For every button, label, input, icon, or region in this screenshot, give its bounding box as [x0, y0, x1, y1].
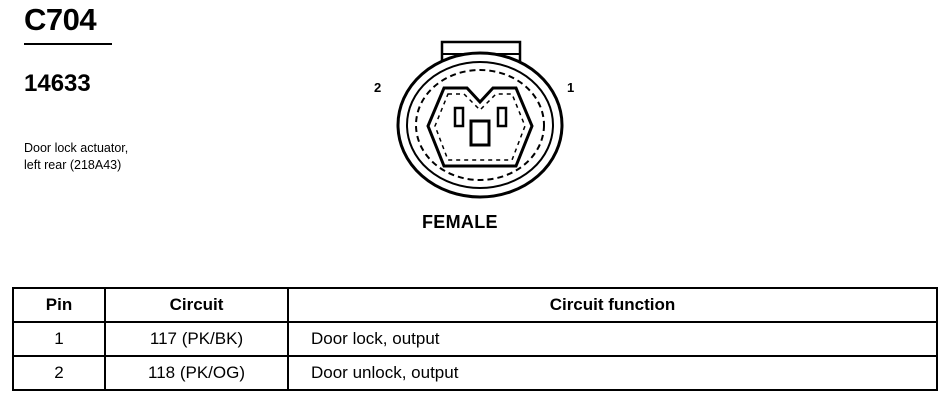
table-row: 2 118 (PK/OG) Door unlock, output	[12, 355, 938, 391]
cell-circuit-function: Door unlock, output	[287, 355, 938, 391]
table-header-row: Pin Circuit Circuit function	[12, 287, 938, 323]
terminal-pin-2	[453, 106, 465, 128]
description-line-1: Door lock actuator,	[24, 141, 129, 155]
part-number: 14633	[24, 70, 91, 97]
pinout-table: Pin Circuit Circuit function 1 117 (PK/B…	[12, 287, 938, 391]
connector-seal	[415, 69, 545, 181]
cell-circuit: 118 (PK/OG)	[104, 355, 289, 391]
table-row: 1 117 (PK/BK) Door lock, output	[12, 321, 938, 357]
connector-face-diagram	[396, 40, 564, 199]
cell-circuit: 117 (PK/BK)	[104, 321, 289, 357]
connector-id-underline	[24, 43, 112, 45]
header-circuit-function: Circuit function	[287, 287, 938, 323]
header-circuit: Circuit	[104, 287, 289, 323]
terminal-pin-1	[496, 106, 508, 128]
connector-description: Door lock actuator, left rear (218A43)	[24, 140, 128, 174]
connector-gender: FEMALE	[422, 212, 498, 232]
pin-label-2: 2	[374, 80, 382, 95]
cell-pin: 1	[12, 321, 106, 357]
header-pin: Pin	[12, 287, 106, 323]
connector-id: C704	[24, 2, 97, 37]
description-line-2: left rear (218A43)	[24, 158, 122, 172]
cell-circuit-function: Door lock, output	[287, 321, 938, 357]
terminal-center	[469, 119, 491, 147]
connector-inner-shell	[406, 61, 554, 189]
cell-pin: 2	[12, 355, 106, 391]
pin-label-1: 1	[567, 80, 575, 95]
